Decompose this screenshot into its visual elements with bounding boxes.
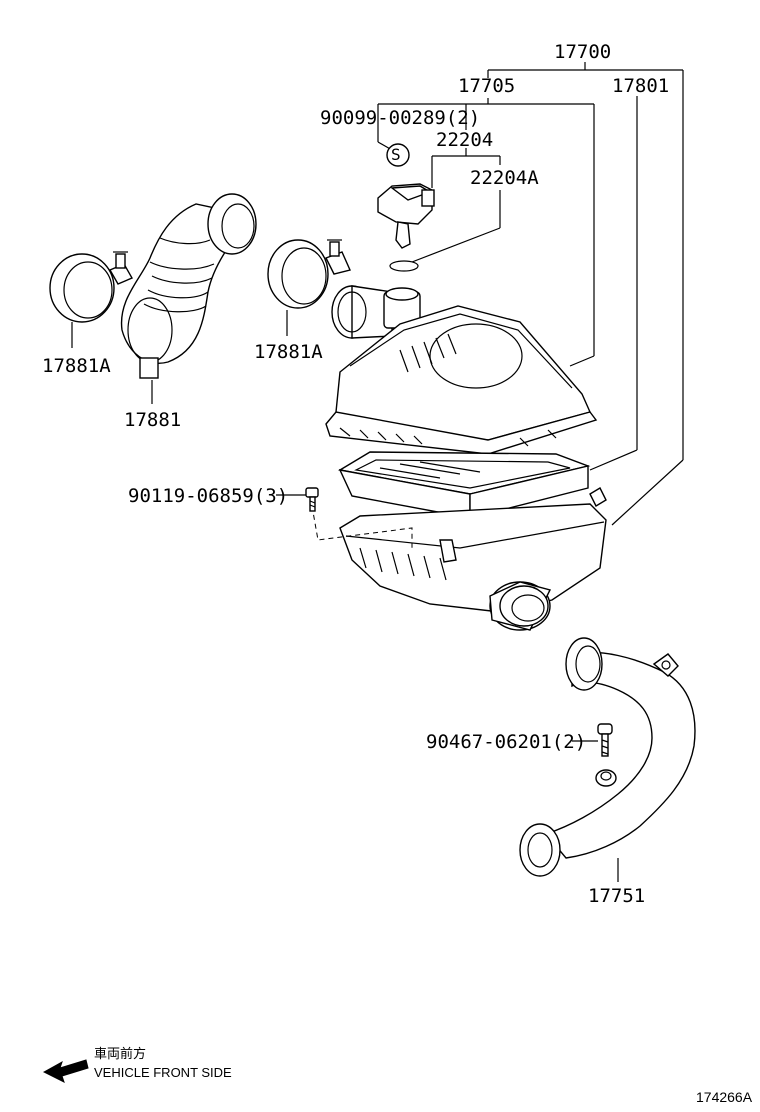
label-17881a-left: 17881A xyxy=(42,355,111,377)
label-17881a-right: 17881A xyxy=(254,341,323,363)
label-90099-00289: 90099-00289(2) xyxy=(320,107,480,129)
callout-labels: 17700 17705 17801 90099-00289(2) 22204 2… xyxy=(42,41,669,907)
clamp-left xyxy=(49,251,133,323)
label-17801: 17801 xyxy=(612,75,669,97)
label-90119-06859: 90119-06859(3) xyxy=(128,485,288,507)
label-17700: 17700 xyxy=(554,41,611,63)
label-22204: 22204 xyxy=(436,129,493,151)
label-90467-06201: 90467-06201(2) xyxy=(426,731,586,753)
label-17751: 17751 xyxy=(588,885,645,907)
air-cleaner-cap xyxy=(325,285,598,455)
label-22204a: 22204A xyxy=(470,167,539,189)
case-bolt-icon xyxy=(305,487,319,512)
bolt-path-dashed xyxy=(311,505,413,548)
clamp-right xyxy=(267,239,351,309)
s-mark-label: S xyxy=(391,145,401,164)
direction-label-en: VEHICLE FRONT SIDE xyxy=(94,1065,232,1080)
pipe-bolt-icon xyxy=(597,723,613,757)
vehicle-front-arrow-icon xyxy=(42,1059,89,1083)
leader-lines xyxy=(71,62,684,882)
figure-number: 174266A xyxy=(696,1089,753,1105)
o-ring xyxy=(389,260,419,272)
filter-element xyxy=(338,451,591,519)
air-cleaner-case xyxy=(339,487,607,631)
intake-hose xyxy=(120,193,257,379)
airflow-sensor: S xyxy=(377,143,435,249)
direction-label-jp: 車両前方 xyxy=(94,1046,146,1061)
label-17705: 17705 xyxy=(458,75,515,97)
intake-pipe xyxy=(519,637,696,877)
label-17881: 17881 xyxy=(124,409,181,431)
